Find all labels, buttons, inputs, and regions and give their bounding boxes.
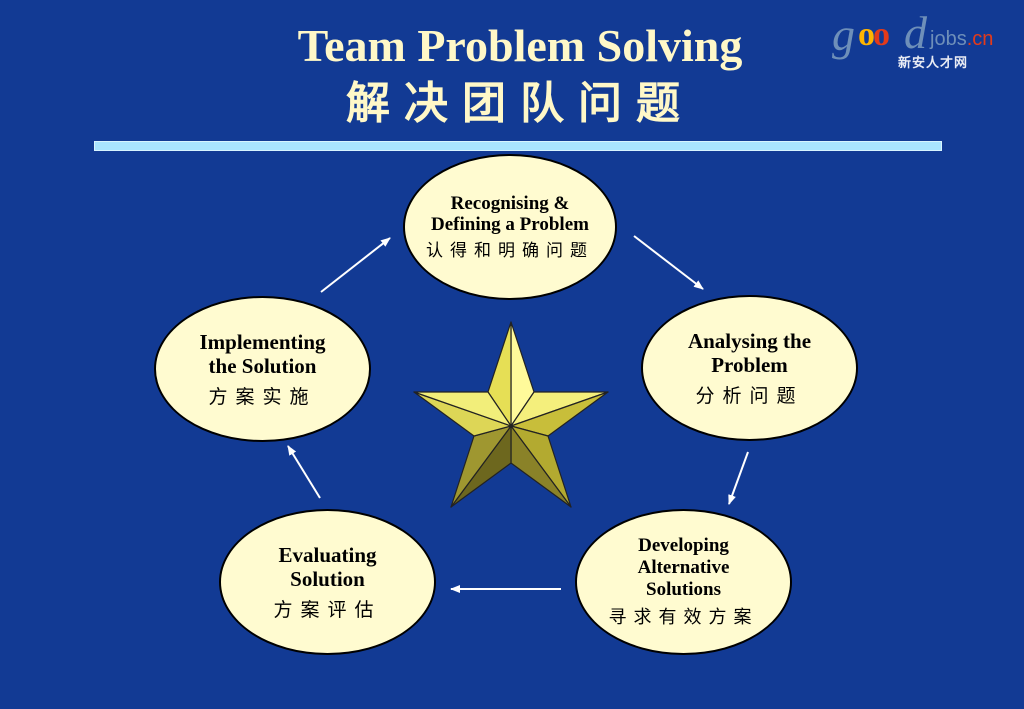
step-developing-alternatives: Developing Alternative Solutions 寻求有效方案: [575, 509, 792, 655]
goodjobs-logo[interactable]: g oo d jobs.cn 新安人才网: [832, 7, 1012, 74]
logo-jobs: jobs: [930, 28, 967, 50]
logo-letter-o2: o: [873, 16, 890, 53]
step-label-en: Implementing the Solution: [199, 329, 326, 378]
logo-cn: .cn: [966, 28, 994, 50]
step-label-en: Recognising & Defining a Problem: [431, 193, 589, 235]
logo-letter-d: d: [904, 7, 927, 58]
logo-letter-g: g: [832, 9, 855, 60]
arrow-2-to-3: [728, 451, 749, 505]
step-label-en: Analysing the Problem: [687, 328, 812, 377]
step-label-en: Developing Alternative Solutions: [637, 535, 730, 600]
step-evaluating: Evaluating Solution 方案评估: [219, 509, 436, 655]
page-subtitle: 解决团队问题: [346, 78, 694, 129]
step-implementing: Implementing the Solution 方案实施: [154, 296, 371, 442]
step-label-en: Evaluating Solution: [278, 542, 377, 591]
step-label-zh: 寻求有效方案: [608, 607, 759, 628]
star-icon: [413, 321, 609, 508]
step-label-zh: 方案实施: [208, 385, 317, 408]
title-divider: [94, 141, 942, 151]
arrow-5-to-1: [320, 237, 391, 293]
step-recognising-defining: Recognising & Defining a Problem 认得和明确问题: [403, 154, 617, 300]
step-analysing: Analysing the Problem 分析问题: [641, 295, 858, 441]
step-label-zh: 认得和明确问题: [426, 241, 594, 261]
logo-jobs-text: jobs.cn: [930, 28, 993, 51]
logo-oo: oo: [858, 16, 890, 54]
logo-letter-o1: o: [858, 16, 875, 53]
arrow-1-to-2: [633, 235, 704, 290]
arrow-4-to-5: [287, 445, 321, 499]
logo-tagline: 新安人才网: [898, 56, 969, 71]
page-title: Team Problem Solving: [297, 20, 743, 71]
step-label-zh: 方案评估: [273, 598, 382, 621]
step-label-zh: 分析问题: [695, 384, 804, 407]
